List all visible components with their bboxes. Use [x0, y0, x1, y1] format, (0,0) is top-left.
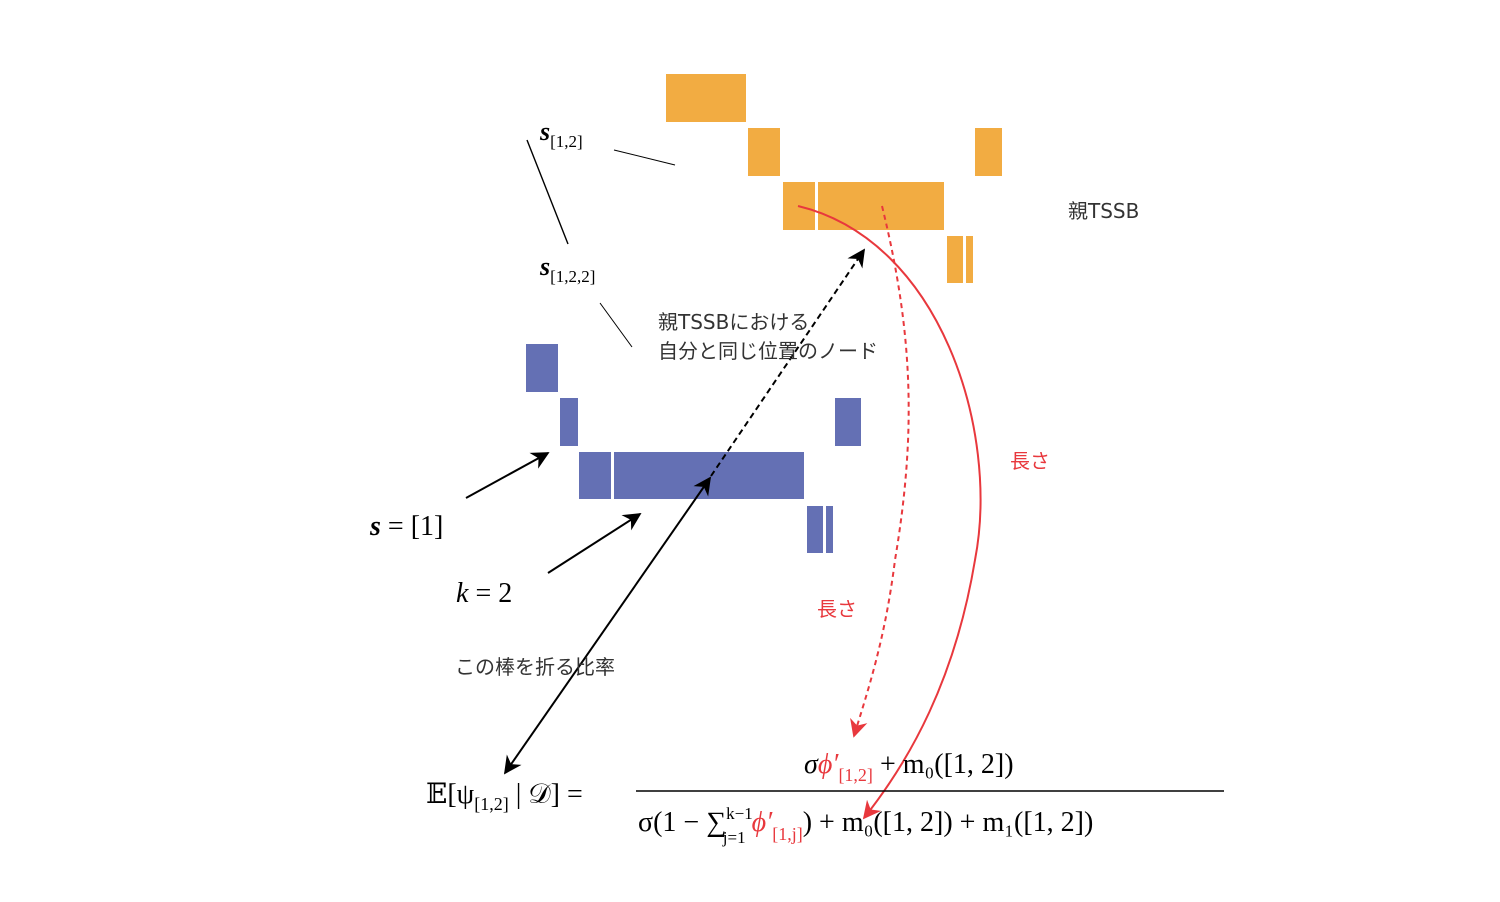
label-s-eq-1: s = [1] [369, 511, 443, 542]
parent-bar-1-2-2 [966, 236, 973, 283]
formula-numerator: σϕ′[1,2] + m₀([1, 2]) [804, 749, 1014, 785]
same-position-label-line2: 自分と同じ位置のノード [658, 339, 878, 363]
arrow-length-solid [797, 205, 982, 820]
child-bar-root [526, 344, 558, 392]
child-bar-1-2-2 [826, 506, 833, 553]
child-bar-1-2 [614, 452, 804, 499]
arrow-k-eq-2 [547, 513, 642, 574]
parent-bar-root [666, 74, 746, 122]
expectation-formula: 𝔼[ψ[1,2] | 𝒟] = σϕ′[1,2] + m₀([1, 2]) σ(… [426, 749, 1224, 847]
arrow-s-eq-1 [465, 452, 550, 499]
parent-bar-1 [748, 128, 780, 176]
label-k-eq-2: k = 2 [456, 578, 512, 609]
label-s-122: s[1,2,2] [539, 252, 595, 286]
arrow-break-ratio [503, 476, 712, 775]
label-s-12: s[1,2] [539, 117, 583, 151]
break-ratio-label: この棒を折る比率 [455, 655, 615, 679]
leader-s122 [599, 302, 633, 348]
parent-bar-1-2 [818, 182, 944, 230]
arrow-length-dashed [850, 205, 910, 738]
formula-lhs: 𝔼[ψ[1,2] | 𝒟] = [426, 779, 583, 814]
child-tssb-bars [526, 344, 861, 553]
parent-bar-1-2-1 [947, 236, 963, 283]
parent-tssb-bars [666, 74, 1002, 283]
leader-s12 [613, 149, 676, 166]
arrow-same-node-dashed [710, 248, 866, 477]
length-label-dashed: 長さ [817, 597, 857, 621]
leader-s12-to-s122 [526, 139, 569, 245]
child-bar-1 [560, 398, 578, 446]
parent-tssb-label: 親TSSB [1068, 199, 1139, 223]
child-bar-1-2-1 [807, 506, 823, 553]
child-bar-1-1 [579, 452, 611, 499]
length-label-solid: 長さ [1010, 449, 1050, 473]
child-bar-2 [835, 398, 861, 446]
parent-bar-2 [975, 128, 1002, 176]
same-position-label-line1: 親TSSBにおける [658, 310, 809, 334]
